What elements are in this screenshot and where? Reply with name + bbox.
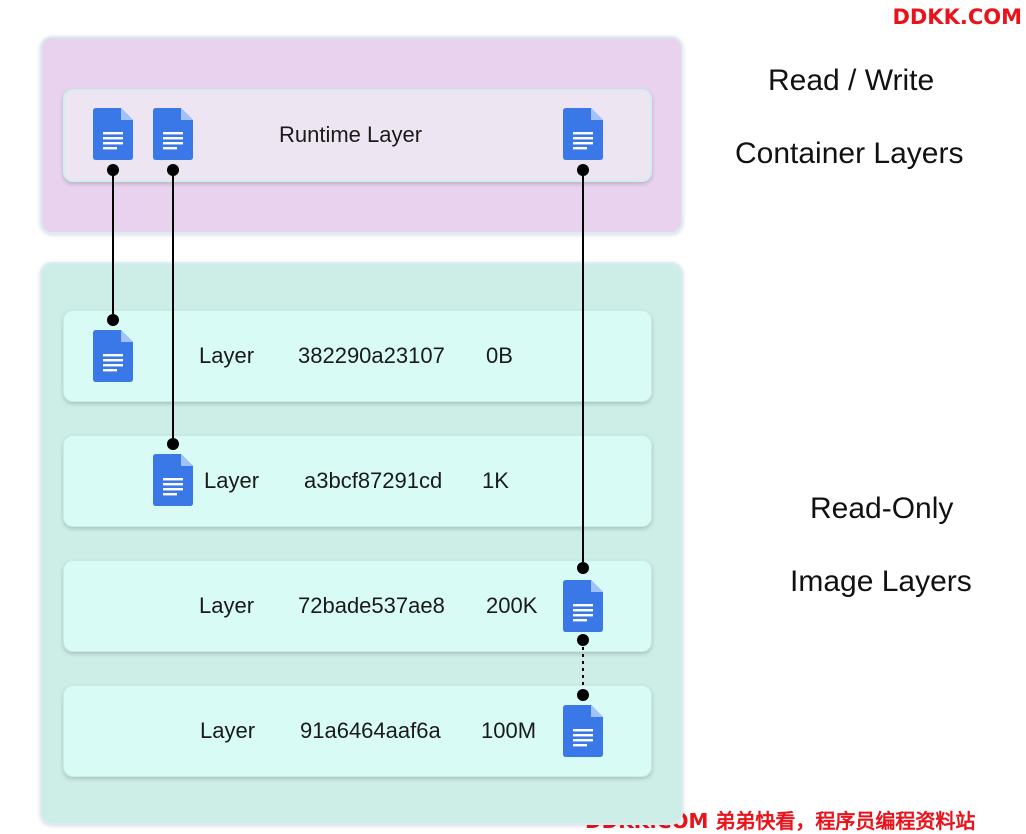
document-icon [153,108,193,160]
container-side-line2: Container Layers [735,137,964,170]
image-layer-box-1 [63,310,652,402]
layer-size: 0B [486,343,513,368]
layer-label: Layer [199,593,255,618]
watermark-top: DDKK.COM [892,5,1022,29]
document-icon [153,454,193,506]
image-side-line1: Read-Only [810,492,954,525]
document-icon [93,108,133,160]
runtime-layer-label: Runtime Layer [279,122,423,147]
document-icon [563,705,603,757]
layer-id: 382290a23107 [298,343,445,368]
layer-label: Layer [204,468,260,493]
document-icon [93,330,133,382]
layer-label: Layer [199,343,255,368]
image-layer-box-4 [63,685,652,777]
document-icon [563,580,603,632]
image-layer-box-3 [63,560,652,652]
layer-id: 72bade537ae8 [298,593,445,618]
layer-size: 1K [482,468,509,493]
container-side-line1: Read / Write [768,64,935,97]
layer-id: a3bcf87291cd [304,468,443,493]
layer-size: 100M [481,718,537,743]
image-side-line2: Image Layers [790,565,972,598]
document-icon [563,108,603,160]
layer-size: 200K [486,593,538,618]
layer-id: 91a6464aaf6a [300,718,441,743]
layer-label: Layer [200,718,256,743]
